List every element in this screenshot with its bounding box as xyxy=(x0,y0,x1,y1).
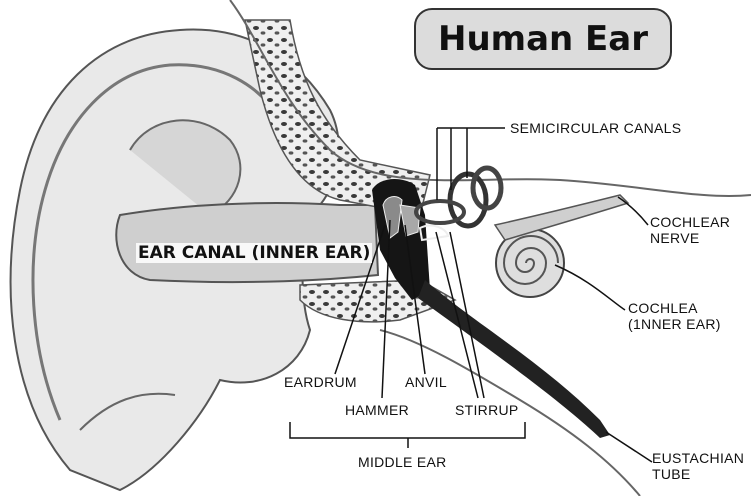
label-cochlear-nerve: COCHLEAR NERVE xyxy=(650,214,730,246)
label-anvil: ANVIL xyxy=(405,374,447,390)
label-cochlea: COCHLEA (1NNER EAR) xyxy=(628,300,721,332)
label-hammer: HAMMER xyxy=(345,402,409,418)
label-middle-ear: MIDDLE EAR xyxy=(358,454,447,470)
label-stirrup: STIRRUP xyxy=(455,402,519,418)
label-eardrum: EARDRUM xyxy=(284,374,357,390)
leader-cochlea xyxy=(555,265,625,310)
semicircular-canal-1 xyxy=(450,174,486,226)
label-eustachian-tube: EUSTACHIAN TUBE xyxy=(652,450,744,482)
cochlear-nerve xyxy=(495,195,628,240)
page-title: Human Ear xyxy=(438,19,648,59)
leader-eustachian xyxy=(606,432,652,462)
label-ear-canal: EAR CANAL (INNER EAR) xyxy=(136,243,372,263)
label-semicircular-canals: SEMICIRCULAR CANALS xyxy=(510,120,681,136)
title-box: Human Ear xyxy=(414,8,672,70)
middle-ear-bracket xyxy=(290,422,525,448)
